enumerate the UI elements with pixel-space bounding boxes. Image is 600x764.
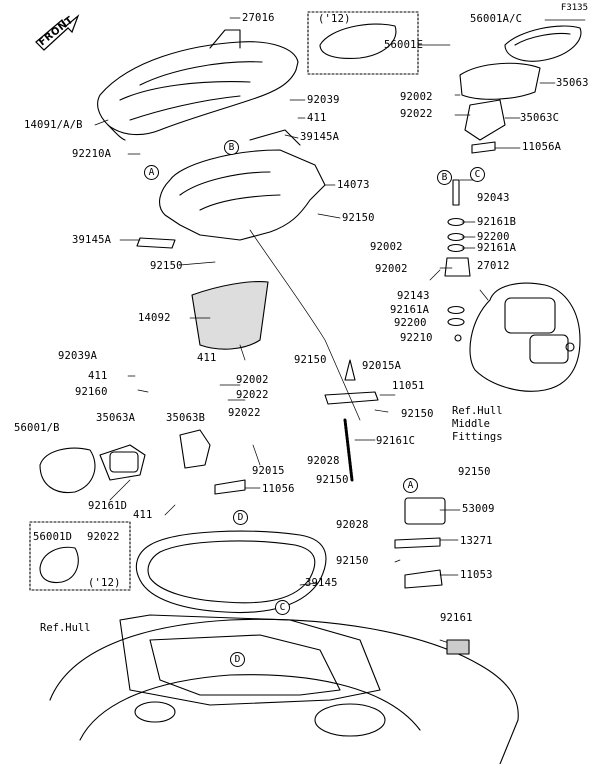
part-53009: 53009	[462, 503, 495, 515]
part-92015: 92015	[252, 465, 285, 477]
part-92150-e: 92150	[458, 466, 491, 478]
front-arrow-icon	[35, 14, 80, 51]
part-56001e: 56001E	[384, 39, 424, 51]
part-92150-f: 92150	[316, 474, 349, 486]
part-92150-b: 92150	[150, 260, 183, 272]
front-arrow: FRONT	[34, 14, 80, 52]
part-92028-a: 92028	[307, 455, 340, 467]
part-35063b: 35063B	[166, 412, 206, 424]
meter-assembly-shape	[469, 282, 581, 392]
part-92022-m: 92022	[236, 389, 269, 401]
callout-a-latch: A	[403, 478, 418, 493]
part-39145a-left: 39145A	[72, 234, 112, 246]
part-14073: 14073	[337, 179, 370, 191]
part-39145a-top: 39145A	[300, 131, 340, 143]
hull-shape	[49, 614, 519, 764]
part-14092: 14092	[138, 312, 171, 324]
callout-d-hull: D	[230, 652, 245, 667]
part-92150-c: 92150	[294, 354, 327, 366]
part-92150-d: 92150	[401, 408, 434, 420]
bracket-35063c-shape	[464, 99, 506, 141]
part-92161a-a: 92161A	[477, 242, 517, 254]
mirror-top-right-shape	[504, 25, 582, 62]
part-92200-a: 92200	[477, 231, 510, 243]
part-92210a: 92210A	[72, 148, 112, 160]
part-92002-r1: 92002	[400, 91, 433, 103]
part-35063: 35063	[556, 77, 589, 89]
part-14091: 14091/A/B	[24, 119, 83, 131]
part-11053: 11053	[460, 569, 493, 581]
part-92039: 92039	[307, 94, 340, 106]
ref-hull: Ref.Hull	[40, 622, 91, 634]
part-35063c: 35063C	[520, 112, 560, 124]
part-27016: 27016	[242, 12, 275, 24]
part-39145: 39145	[305, 577, 338, 589]
part-92043: 92043	[477, 192, 510, 204]
part-11056: 11056	[262, 483, 295, 495]
mirror-inset-d-shape	[39, 546, 79, 584]
part-411-d: 411	[133, 509, 153, 521]
mirror-inset-e-shape	[307, 11, 419, 75]
part-56001d: 56001D	[33, 531, 73, 543]
ref-hull-fittings: Ref.Hull Middle Fittings	[452, 405, 503, 443]
callout-b-right: B	[437, 170, 452, 185]
figure-code: F3135	[560, 3, 588, 13]
callout-d-mid: D	[233, 510, 248, 525]
part-56001ac: 56001A/C	[470, 13, 523, 25]
variant-note-top: ('12)	[318, 13, 351, 25]
part-92161d: 92161D	[88, 500, 128, 512]
part-92015a: 92015A	[362, 360, 402, 372]
part-92002-r3: 92002	[375, 263, 408, 275]
seat-base-shape	[159, 129, 326, 241]
part-411-c: 411	[88, 370, 108, 382]
panel-14092-shape	[191, 281, 269, 350]
part-92200-b: 92200	[394, 317, 427, 329]
part-11056a: 11056A	[522, 141, 562, 153]
part-92161b: 92161B	[477, 216, 517, 228]
callout-a-top: A	[144, 165, 159, 180]
callout-b-top: B	[224, 140, 239, 155]
part-92161a-b: 92161A	[390, 304, 430, 316]
part-92002-m: 92002	[236, 374, 269, 386]
strip-39145a-shape	[136, 237, 176, 249]
part-92022-r1: 92022	[400, 108, 433, 120]
housing-35063-shape	[459, 62, 541, 100]
callout-c-top: C	[470, 167, 485, 182]
part-35063a: 35063A	[96, 412, 136, 424]
part-92150-g: 92150	[336, 555, 369, 567]
part-92143: 92143	[397, 290, 430, 302]
part-92022-m2: 92022	[228, 407, 261, 419]
variant-note-bottom: ('12)	[88, 577, 121, 589]
part-92160: 92160	[75, 386, 108, 398]
gasket-39145-shape	[135, 530, 327, 614]
part-411-b: 411	[197, 352, 217, 364]
seat-cover-shape	[97, 29, 299, 141]
part-92161c: 92161C	[376, 435, 416, 447]
part-411-a: 411	[307, 112, 327, 124]
part-92150-a: 92150	[342, 212, 375, 224]
part-92210: 92210	[400, 332, 433, 344]
part-13271: 13271	[460, 535, 493, 547]
part-11051: 11051	[392, 380, 425, 392]
mirror-left-shape	[39, 429, 246, 495]
part-92161: 92161	[440, 612, 473, 624]
part-56001b: 56001/B	[14, 422, 60, 434]
part-92002-r2: 92002	[370, 241, 403, 253]
part-92039a: 92039A	[58, 350, 98, 362]
part-92028-b: 92028	[336, 519, 369, 531]
callout-c-hull: C	[275, 600, 290, 615]
part-92022-b: 92022	[87, 531, 120, 543]
part-27012: 27012	[477, 260, 510, 272]
